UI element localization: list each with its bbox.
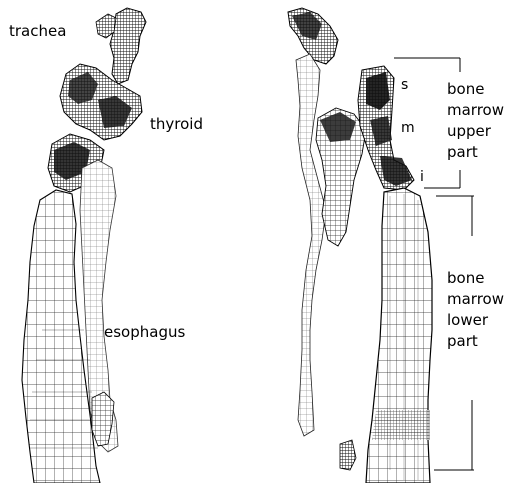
label-s: s (401, 78, 408, 92)
label-thyroid: thyroid (150, 117, 203, 132)
label-lower-line-1: bone (447, 268, 504, 289)
right-view (288, 8, 432, 483)
label-i: i (420, 170, 424, 184)
label-bone-marrow-upper: bone marrow upper part (447, 79, 504, 163)
label-upper-line-4: part (447, 142, 504, 163)
label-lower-line-2: marrow (447, 289, 504, 310)
right-strand-mesh (296, 54, 326, 436)
label-upper-line-2: marrow (447, 100, 504, 121)
label-esophagus: esophagus (104, 325, 185, 340)
label-bone-marrow-lower: bone marrow lower part (447, 268, 504, 352)
label-trachea: trachea (9, 24, 66, 39)
label-lower-line-4: part (447, 331, 504, 352)
label-upper-line-1: bone (447, 79, 504, 100)
label-lower-line-3: lower (447, 310, 504, 331)
right-lower-blob (340, 440, 356, 470)
left-view (22, 8, 146, 483)
label-m: m (401, 121, 415, 135)
label-upper-line-3: upper (447, 121, 504, 142)
